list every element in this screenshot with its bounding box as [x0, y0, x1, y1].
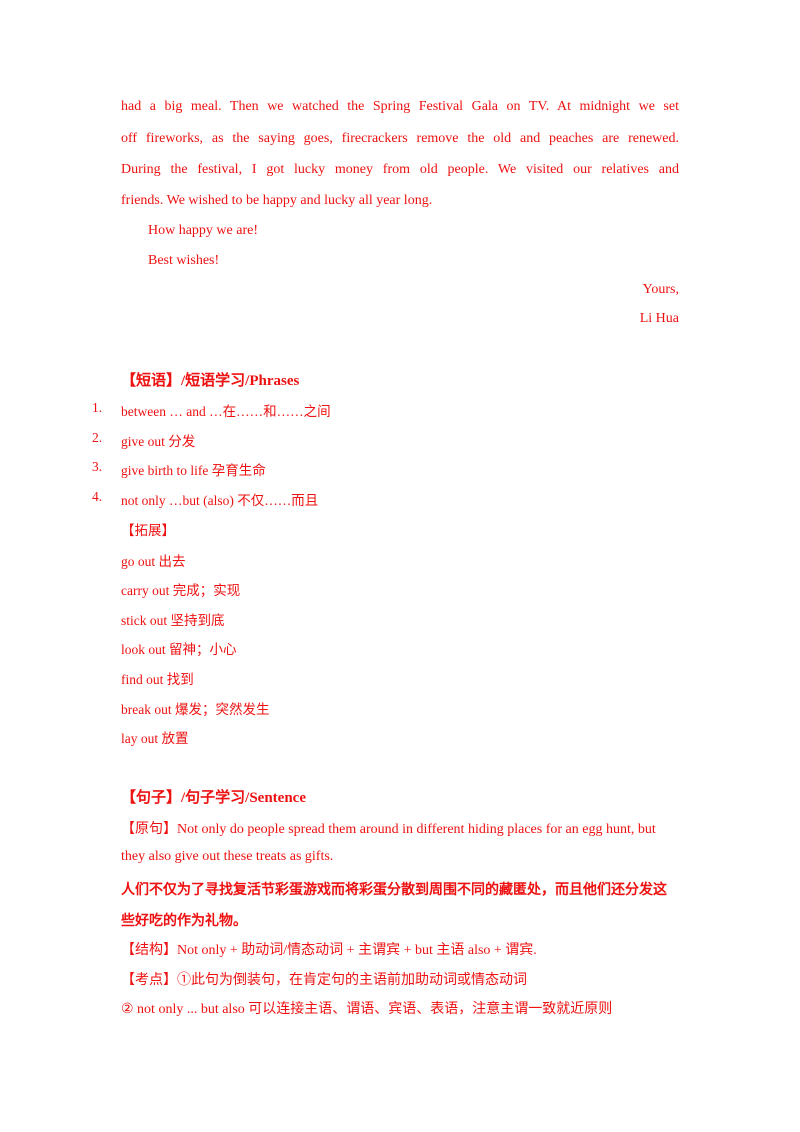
- letter-line-3: During the festival, I got lucky money f…: [121, 162, 679, 177]
- phrases-heading: 【短语】/短语学习/Phrases: [121, 373, 300, 389]
- extend-item: go out 出去: [121, 554, 186, 569]
- extend-item: find out 找到: [121, 672, 194, 687]
- phrase-item: give birth to life 孕育生命: [121, 463, 266, 478]
- phrase-item: not only …but (also) 不仅……而且: [121, 493, 319, 508]
- phrase-number: 4.: [92, 489, 103, 504]
- extend-item: look out 留神；小心: [121, 642, 237, 657]
- original-sentence-line-1: 【原句】Not only do people spread them aroun…: [121, 822, 656, 837]
- letter-signature: Li Hua: [639, 311, 679, 326]
- structure-line: 【结构】Not only + 助动词/情态动词 + 主谓宾 + but 主语 a…: [121, 943, 537, 958]
- extend-item: carry out 完成；实现: [121, 583, 241, 598]
- letter-line-4: friends. We wished to be happy and lucky…: [121, 193, 433, 208]
- letter-wishes: Best wishes!: [148, 253, 220, 268]
- phrase-number: 2.: [92, 430, 103, 445]
- extend-item: lay out 放置: [121, 731, 189, 746]
- letter-closing: Yours,: [642, 282, 679, 297]
- extend-item: stick out 坚持到底: [121, 613, 225, 628]
- translation-line-1: 人们不仅为了寻找复活节彩蛋游戏而将彩蛋分散到周围不同的藏匿处，而且他们还分发这: [121, 883, 667, 898]
- phrase-item: between … and …在……和……之间: [121, 404, 331, 419]
- phrase-number: 3.: [92, 459, 103, 474]
- letter-exclaim: How happy we are!: [148, 223, 259, 238]
- letter-line-2: off fireworks, as the saying goes, firec…: [121, 131, 679, 146]
- translation-line-2: 些好吃的作为礼物。: [121, 914, 247, 929]
- original-sentence-line-2: they also give out these treats as gifts…: [121, 849, 334, 864]
- extend-item: break out 爆发；突然发生: [121, 702, 270, 717]
- key-point-1: 【考点】①此句为倒装句，在肯定句的主语前加助动词或情态动词: [121, 973, 527, 988]
- phrase-item: give out 分发: [121, 434, 196, 449]
- phrase-number: 1.: [92, 400, 103, 415]
- sentence-heading: 【句子】/句子学习/Sentence: [121, 790, 306, 806]
- key-point-2: ② not only ... but also 可以连接主语、谓语、宾语、表语，…: [121, 1002, 613, 1017]
- letter-line-1: had a big meal. Then we watched the Spri…: [121, 99, 679, 114]
- extend-label: 【拓展】: [121, 523, 175, 538]
